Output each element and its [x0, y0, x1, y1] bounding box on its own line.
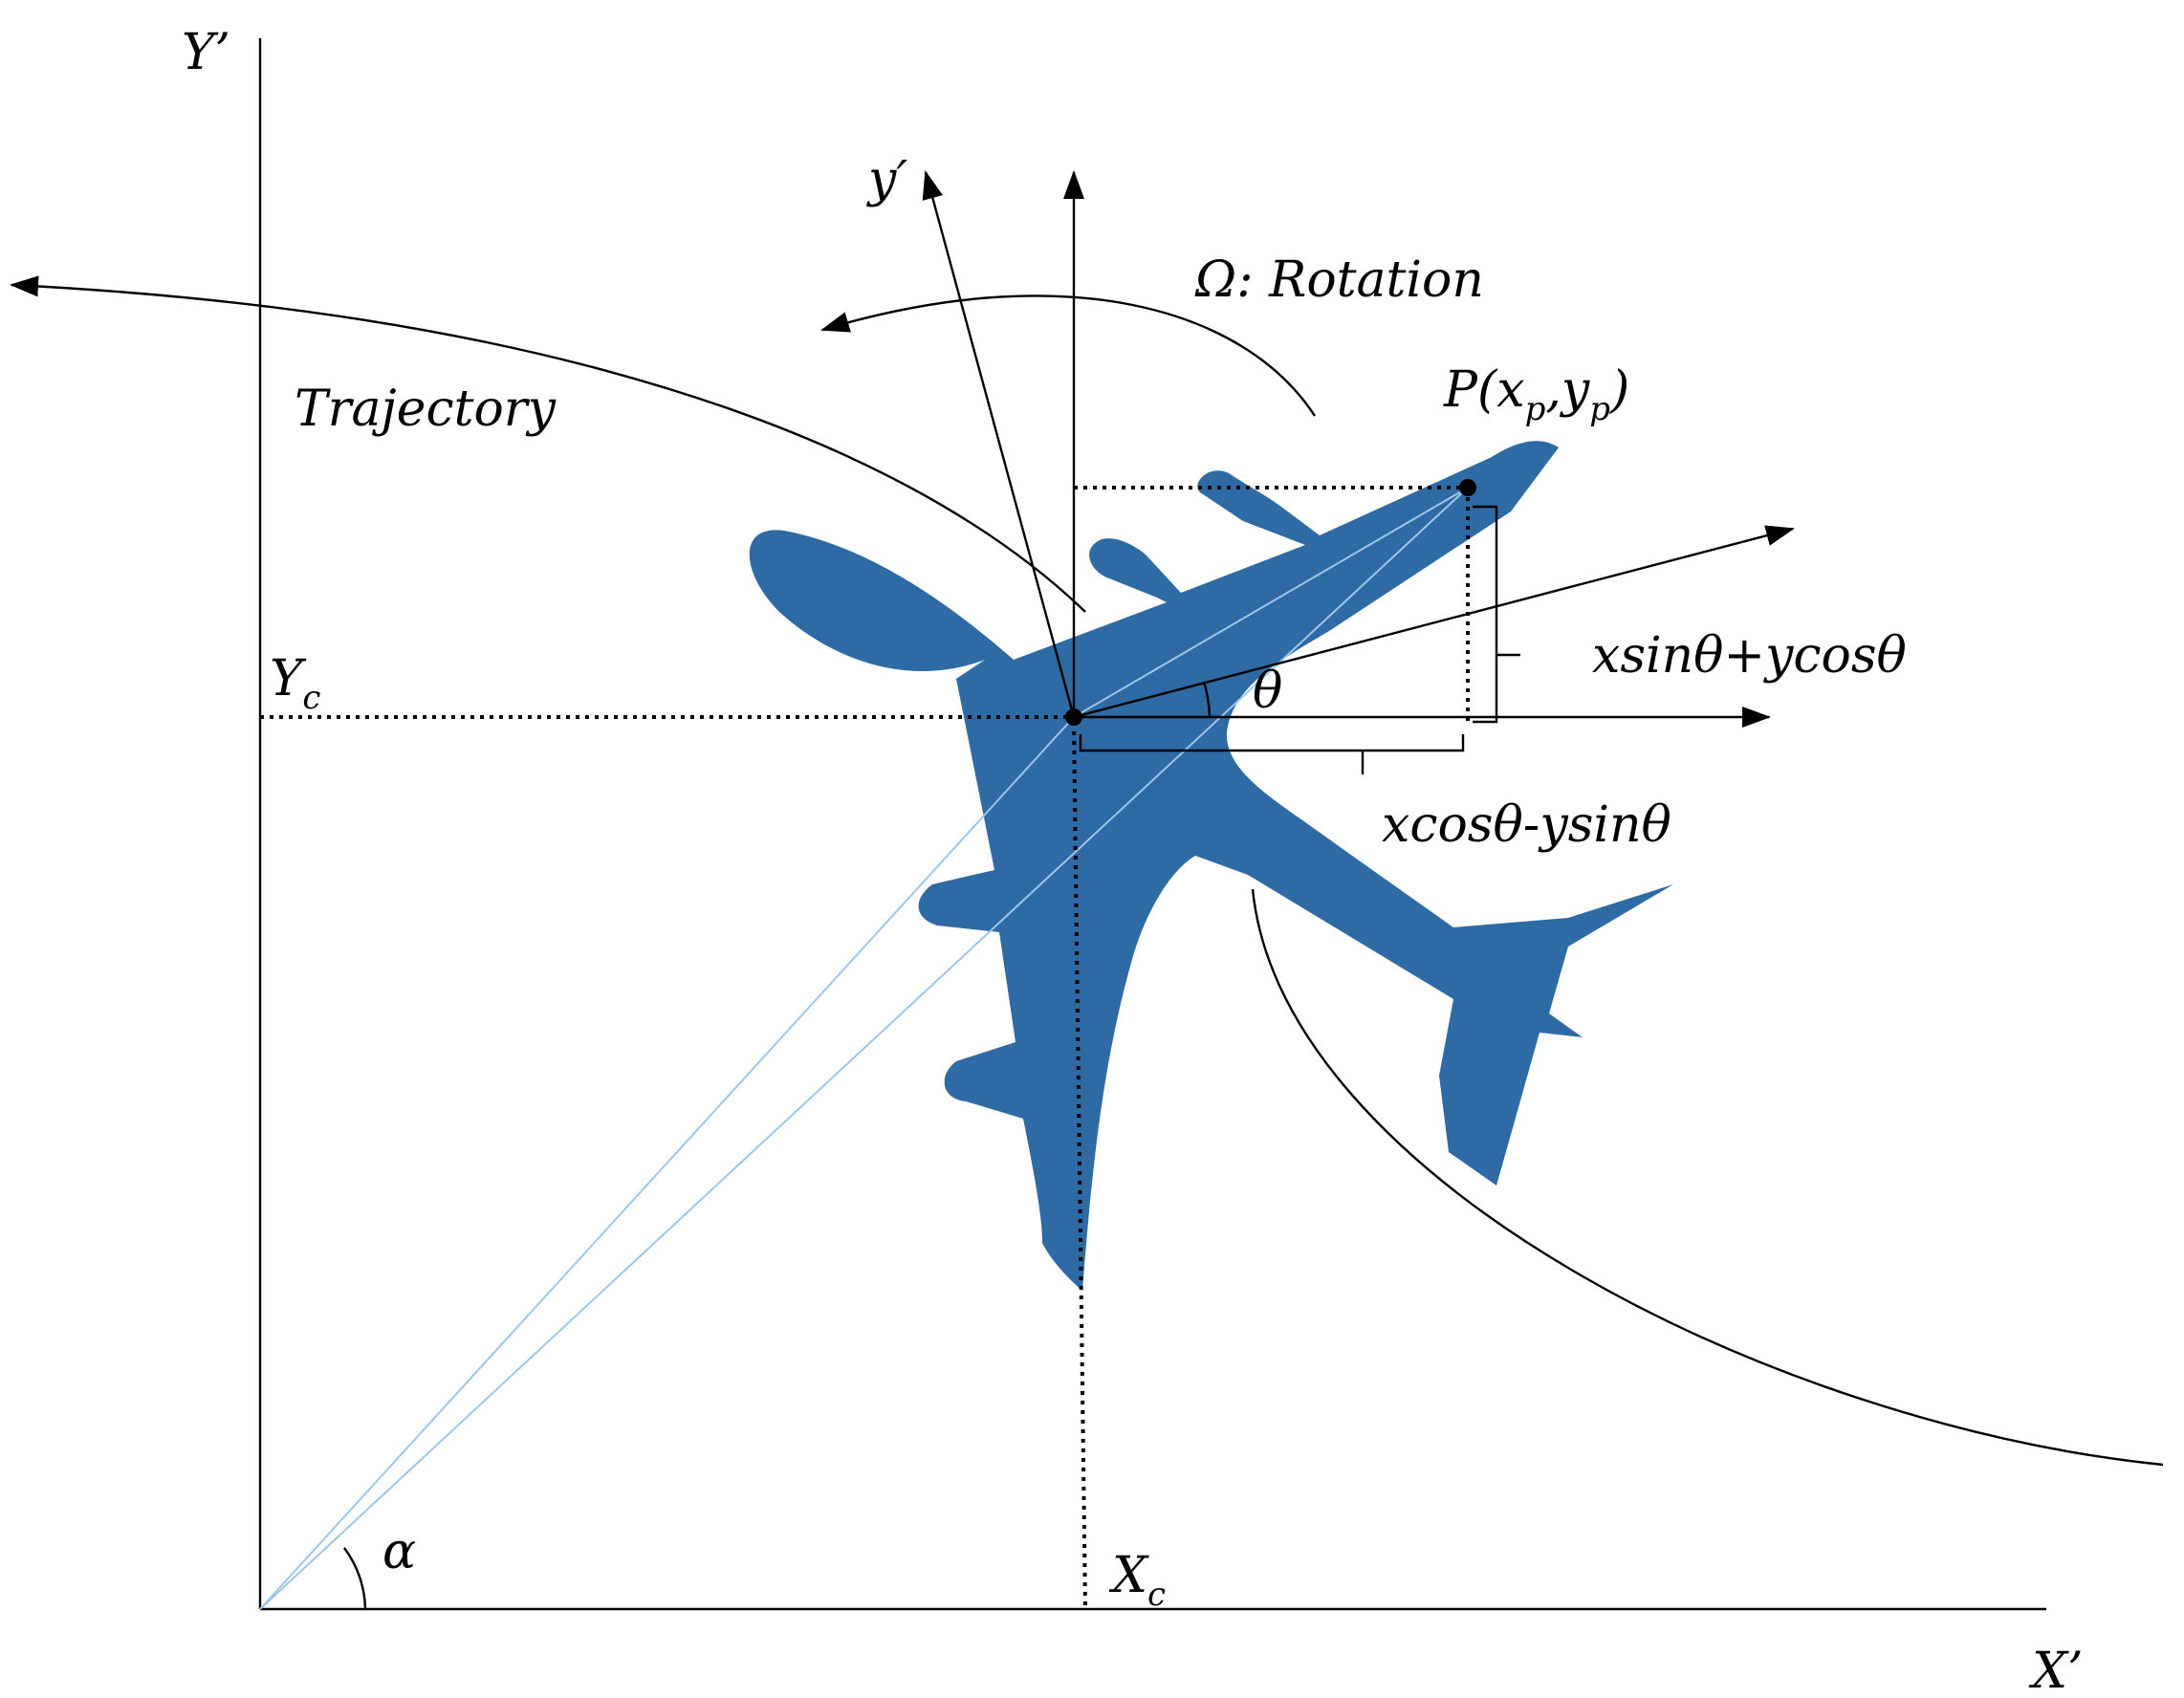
rotation-label: Ω: Rotation — [1194, 251, 1484, 309]
formula-horizontal-label: xcosθ-ysinθ — [1382, 796, 1671, 854]
rotation-arc — [820, 294, 1317, 417]
origin-to-point-line — [259, 487, 1469, 1610]
airplane-icon — [749, 441, 1673, 1291]
origin-to-center-line — [259, 716, 1075, 1610]
trajectory-curve-lower — [1251, 888, 2164, 1467]
theta-label: θ — [1253, 663, 1282, 720]
point-p-label: P(xp,yp) — [1443, 361, 1629, 428]
x-axis-label: X’ — [2028, 1643, 2084, 1698]
y-prime-axis-arrow — [922, 170, 1076, 718]
theta-angle-arc — [1202, 681, 1212, 718]
y-axis-label: Y’ — [182, 24, 230, 81]
vertical-brace — [1473, 505, 1520, 724]
center-to-point-line — [1073, 487, 1469, 718]
xc-label: Xc — [1108, 1547, 1166, 1614]
yc-label: Yc — [270, 650, 320, 717]
horizontal-brace — [1079, 734, 1465, 774]
trajectory-label: Trajectory — [295, 381, 557, 438]
xc-projection-line — [1072, 721, 1087, 1610]
rotated-x-axis-arrow — [1073, 525, 1795, 719]
center-point — [1065, 708, 1082, 726]
y-prime-label: y′ — [866, 151, 907, 208]
trajectory-curve-upper — [10, 275, 1086, 613]
formula-vertical-label: xsinθ+ycosθ — [1592, 627, 1907, 685]
alpha-label: α — [382, 1523, 416, 1580]
alpha-angle-arc — [343, 1547, 367, 1610]
point-p — [1459, 479, 1476, 496]
